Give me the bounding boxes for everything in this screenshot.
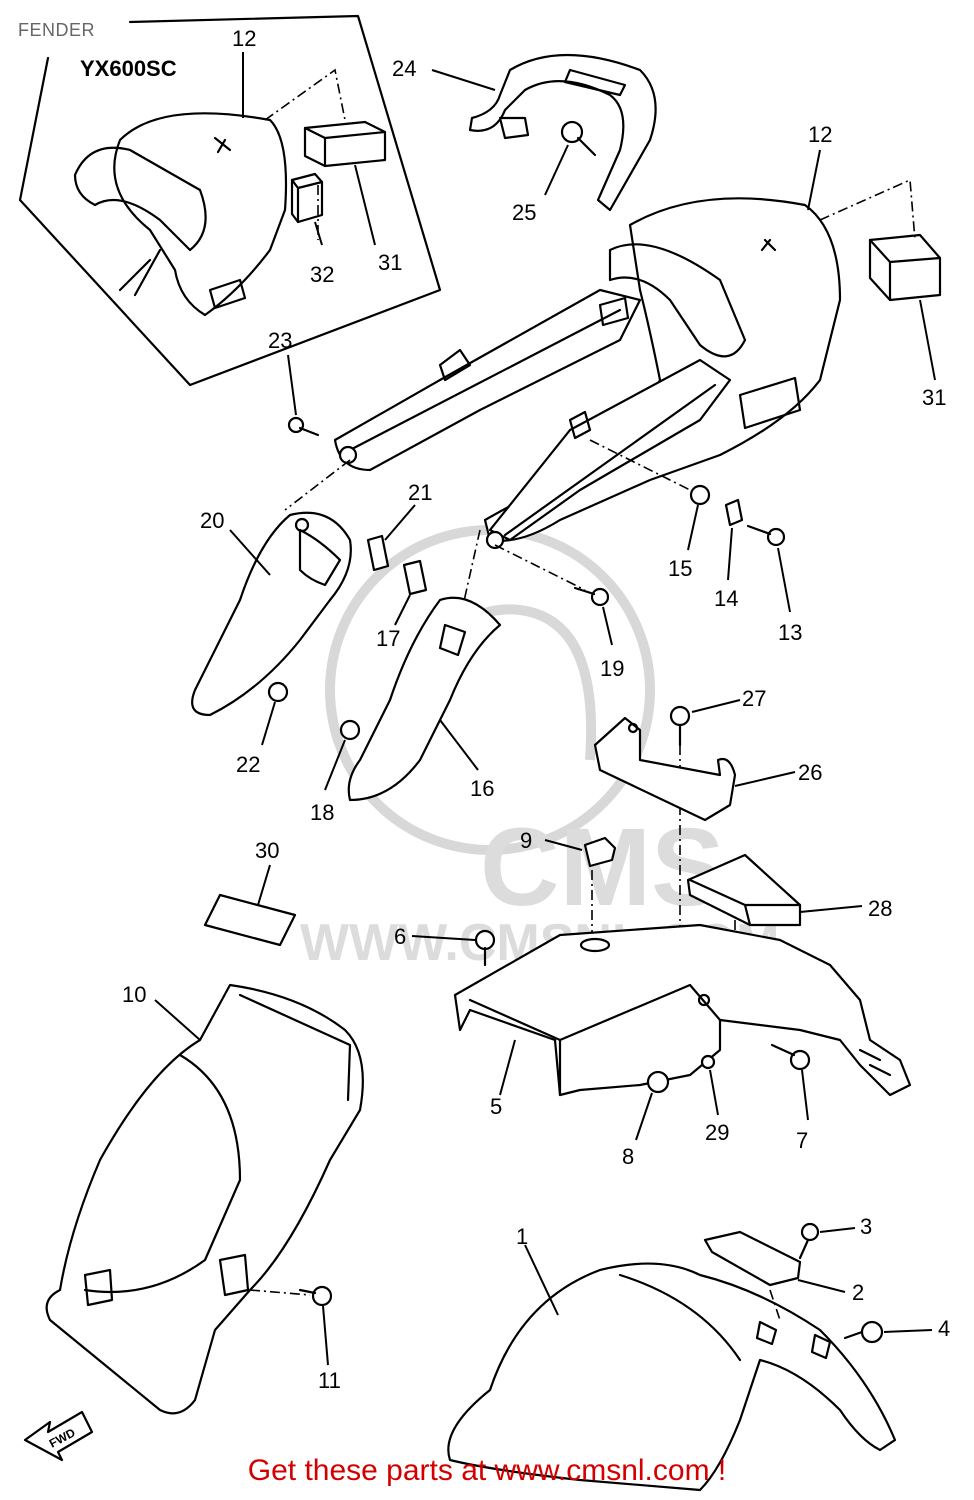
callout-13: 13 [778, 620, 802, 645]
callout-25: 25 [512, 200, 536, 225]
callout-22: 22 [236, 752, 260, 777]
callout-27: 27 [742, 686, 766, 711]
callout-29: 29 [705, 1120, 729, 1145]
inset-block-32 [290, 172, 324, 224]
nut-8 [646, 1070, 670, 1094]
callout-3: 3 [860, 1214, 872, 1239]
callout-7: 7 [796, 1128, 808, 1153]
nut-22 [267, 681, 289, 703]
callout-14: 14 [714, 586, 738, 611]
bracket-26 [593, 716, 737, 822]
callout-19: 19 [600, 656, 624, 681]
callout-21: 21 [408, 480, 432, 505]
footer-link-text[interactable]: Get these parts at www.cmsnl.com ! [247, 1454, 727, 1487]
bolt-19 [573, 586, 610, 607]
callout-32: 32 [310, 262, 334, 287]
page-title: FENDER [18, 20, 96, 40]
side-cover-16 [347, 596, 502, 802]
bolt-3 [798, 1222, 820, 1260]
inset-model-label: YX600SC [80, 56, 177, 81]
bolt-11 [298, 1285, 333, 1307]
callout-24: 24 [392, 56, 416, 81]
collar-15 [689, 484, 711, 506]
callout-6: 6 [394, 924, 406, 949]
callout-18: 18 [310, 800, 334, 825]
front-fender-1 [447, 1262, 897, 1492]
washer-14 [724, 498, 744, 527]
callout-11: 11 [318, 1368, 341, 1393]
callout-30: 30 [255, 838, 279, 863]
callout-26: 26 [798, 760, 822, 785]
callout-12: 12 [808, 122, 832, 147]
nut-18 [339, 719, 361, 741]
grommet-17 [402, 559, 428, 596]
pad-31 [868, 233, 942, 302]
callout-2: 2 [852, 1280, 864, 1305]
side-cover-20 [191, 511, 352, 717]
callout-15: 15 [668, 556, 692, 581]
bolt-13 [746, 524, 786, 547]
bracket-2 [703, 1230, 802, 1287]
watermark-brand: CMS [480, 806, 724, 929]
callout-4: 4 [938, 1316, 950, 1341]
callout-31: 31 [922, 385, 946, 410]
grommet-21 [366, 534, 390, 572]
callout-1: 1 [516, 1224, 528, 1249]
inset-pad-31 [303, 120, 387, 168]
rear-fender-5 [453, 923, 912, 1097]
inner-fender-10 [45, 983, 364, 1415]
bolt-6 [474, 929, 496, 967]
damper-9 [583, 836, 617, 868]
bolt-4 [843, 1320, 884, 1344]
inset-yx600sc: YX600SC [18, 14, 442, 387]
callout-12-inset: 12 [232, 26, 256, 51]
bolt-27 [669, 705, 691, 747]
callout-23: 23 [268, 328, 292, 353]
callout-17: 17 [376, 626, 400, 651]
fwd-arrow-icon: FWD [23, 1410, 94, 1462]
screw-29 [700, 1054, 716, 1070]
bolt-7 [770, 1043, 811, 1071]
reflector-28 [686, 853, 802, 927]
callout-10: 10 [122, 982, 146, 1007]
callout-31-inset: 31 [378, 250, 402, 275]
callout-16: 16 [470, 776, 494, 801]
bolt-25 [560, 120, 597, 157]
callout-28: 28 [868, 896, 892, 921]
bolt-23 [287, 416, 320, 437]
inset-seat-cowl [113, 112, 288, 317]
seat-rail-left [333, 288, 642, 472]
grab-bar-24 [468, 53, 657, 212]
label-30 [203, 893, 297, 947]
callout-8: 8 [622, 1144, 634, 1169]
callout-20: 20 [200, 508, 224, 533]
callout-5: 5 [490, 1094, 502, 1119]
callout-9: 9 [520, 828, 532, 853]
